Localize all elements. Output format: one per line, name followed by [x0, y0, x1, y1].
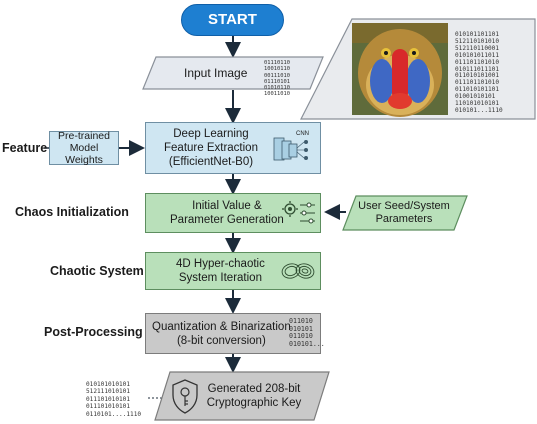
output-key-node [154, 371, 330, 421]
cnn-icon: CNN [273, 131, 309, 161]
settings-sliders-icon [282, 201, 315, 224]
chaotic-line-1: 4D Hyper-chaotic [176, 258, 265, 270]
quantization-box: Quantization & Binarization (8-bit conve… [145, 313, 321, 354]
pretrained-weights-box: Pre-trained Model Weights [49, 130, 119, 166]
output-line-1: Generated 208-bit [207, 383, 301, 395]
start-node: START [181, 4, 284, 36]
attractor-icon [281, 263, 315, 279]
output-key-text: Generated 208-bit Cryptographic Key [196, 377, 312, 415]
cnn-label: CNN [296, 131, 309, 137]
key-shield-icon [172, 379, 198, 414]
chaotic-line-2: System Iteration [178, 272, 262, 284]
user-seed-text: User Seed/System Parameters [352, 197, 456, 229]
output-bits: 010101010101 512111010101 011101010101 0… [86, 381, 142, 418]
init-param-box: Initial Value & Parameter Generation [145, 193, 321, 233]
input-image-node [142, 56, 324, 90]
feature-line-2: Feature Extraction [164, 142, 258, 154]
chaotic-system-box: 4D Hyper-chaotic System Iteration [145, 252, 321, 290]
stage-post-processing: Post-Processing [44, 325, 143, 339]
post-bits: 011010 010101 011010 010101... [289, 317, 325, 348]
init-line-2: Parameter Generation [170, 214, 284, 226]
post-line-2: (8-bit conversion) [176, 334, 266, 347]
feature-line-3: (EfficientNet-B0) [168, 156, 254, 168]
start-label: START [208, 11, 257, 28]
input-image-bits: 01110110 10010110 00111010 01110101 0101… [264, 60, 290, 98]
photo-panel [300, 18, 536, 120]
mandrill-photo [352, 23, 448, 117]
weights-line-2: Model Weights [65, 142, 103, 166]
seed-line-1: User Seed/System [358, 200, 450, 212]
feature-line-1: Deep Learning [173, 128, 249, 140]
user-seed-node [342, 195, 468, 231]
weights-line-1: Pre-trained [58, 130, 110, 142]
input-image-label: Input Image [184, 66, 248, 80]
init-line-1: Initial Value & [192, 200, 262, 212]
stage-feature: Feature [2, 141, 48, 155]
stage-chaos-init: Chaos Initialization [15, 205, 129, 219]
seed-line-2: Parameters [375, 213, 433, 225]
post-line-1: Quantization & Binarization [152, 320, 291, 333]
output-line-2: Cryptographic Key [206, 397, 302, 409]
photo-bits: 010101101101 512110101010 512110110001 0… [455, 31, 503, 114]
stage-chaotic-system: Chaotic System [50, 264, 144, 278]
